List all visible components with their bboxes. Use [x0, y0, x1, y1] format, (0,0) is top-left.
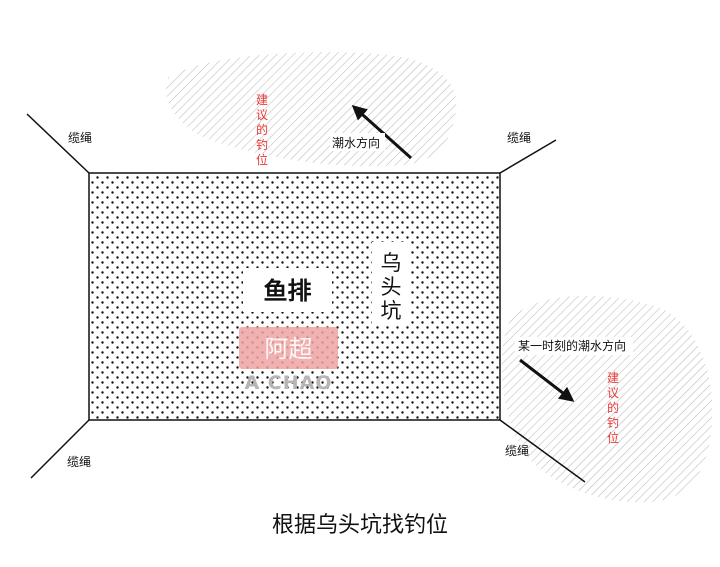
- svg-text:议: 议: [256, 108, 268, 122]
- suggested-spot-top: 建 议 的 钓 位: [256, 93, 268, 167]
- rope-label-bottom-right: 缆绳: [505, 444, 529, 458]
- rope-bottom-left: [30, 419, 90, 479]
- tide-direction-arrow: [351, 104, 413, 160]
- rope-label-top-right: 缆绳: [507, 131, 531, 145]
- rope-bottom-right: [499, 419, 586, 483]
- pit-label-char-1: 乌: [381, 251, 402, 275]
- tide-direction-moment-label: 某一时刻的潮水方向: [518, 338, 626, 353]
- tide-direction-label-box: [330, 133, 385, 151]
- svg-text:钓: 钓: [607, 416, 619, 430]
- svg-text:钓: 钓: [256, 138, 268, 152]
- watermark-logo-text: 阿超: [265, 335, 313, 363]
- svg-text:位: 位: [256, 152, 268, 167]
- top-hatched-zone: [166, 52, 457, 167]
- raft-label-box: [243, 268, 332, 312]
- svg-text:的: 的: [256, 122, 268, 137]
- svg-text:的: 的: [607, 400, 619, 415]
- diagram-title: 根据乌头坑找钓位: [272, 513, 448, 538]
- tide-direction-moment-arrow: [519, 358, 575, 402]
- rope-top-left: [26, 113, 90, 174]
- svg-text:议: 议: [607, 386, 619, 400]
- rope-label-top-left: 缆绳: [68, 131, 92, 145]
- tide-moment-label-box: [515, 337, 633, 355]
- suggested-spot-right: 建 议 的 钓 位: [607, 371, 619, 445]
- rope-top-right: [499, 139, 557, 174]
- watermark-text: A CHAO: [244, 372, 332, 394]
- rope-label-bottom-left: 缆绳: [67, 455, 91, 469]
- svg-text:位: 位: [607, 430, 619, 445]
- pit-label-char-3: 坑: [381, 299, 402, 323]
- pit-label-char-2: 头: [381, 275, 402, 299]
- watermark-logo: 阿超 A CHAO: [239, 327, 338, 394]
- svg-text:建: 建: [256, 93, 268, 107]
- tide-direction-label: 潮水方向: [332, 135, 380, 150]
- raft-label: 鱼排: [264, 277, 312, 305]
- svg-text:建: 建: [607, 371, 619, 385]
- pit-label-box: [372, 242, 410, 326]
